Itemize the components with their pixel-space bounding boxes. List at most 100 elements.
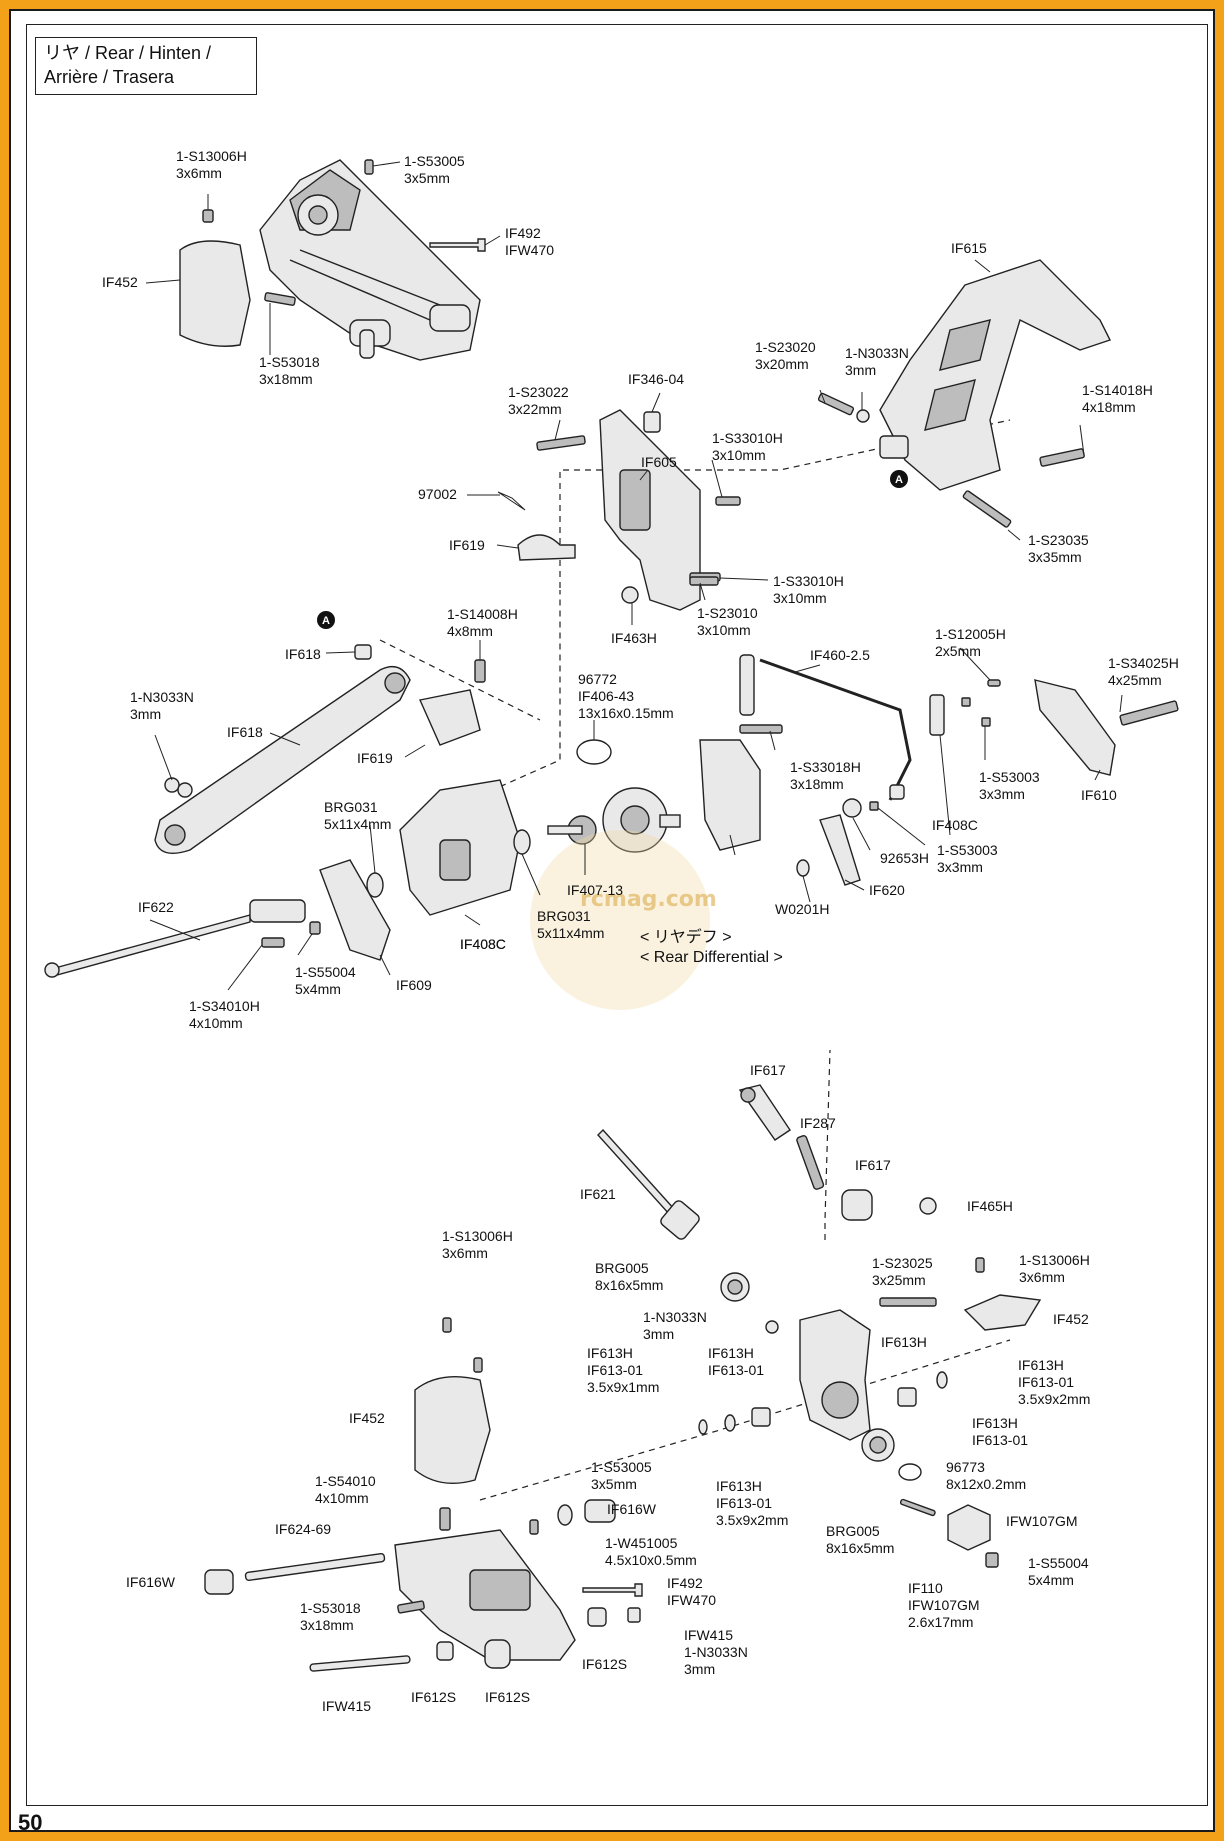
part-label-line: 1-S23035 xyxy=(1028,532,1089,548)
part-label-if612s: IF612S xyxy=(411,1689,456,1705)
part-label-if460-2.5: IF460-2.5 xyxy=(810,647,870,663)
part-label-line: IF408C xyxy=(460,936,506,952)
part-label-line: 3.5x9x2mm xyxy=(716,1512,788,1528)
bushing-IF613H-b xyxy=(897,1387,917,1407)
part-label-line: 1-S12005H xyxy=(935,626,1006,642)
part-label-ifw415: IFW415 xyxy=(322,1698,371,1714)
part-label-if346-04: IF346-04 xyxy=(628,371,684,387)
part-label-line: 1-S34025H xyxy=(1108,655,1179,671)
part-label-line: 3x6mm xyxy=(176,165,222,181)
part-label-line: 1-S53003 xyxy=(937,842,998,858)
part-label-line: 3x18mm xyxy=(259,371,313,387)
part-label-line: IFW415 xyxy=(684,1627,733,1643)
part-label-line: IF613-01 xyxy=(708,1362,764,1378)
part-label-line: 4x25mm xyxy=(1108,672,1162,688)
part-label-line: IF408C xyxy=(460,936,506,952)
part-label-line: BRG031 xyxy=(537,908,591,924)
part-label-line: 5x11x4mm xyxy=(324,816,391,832)
screw-1-S53005-top xyxy=(364,159,374,175)
part-label-line: 3mm xyxy=(130,706,161,722)
link-IF620 xyxy=(819,814,861,886)
part-label-line: 3x3mm xyxy=(937,859,983,875)
watermark-logo: rcmag.com xyxy=(530,830,717,1010)
part-label-if605: IF605 xyxy=(641,454,677,470)
part-label-line: IF492 xyxy=(667,1575,703,1591)
screw-1-S13006H-right xyxy=(975,1257,985,1273)
part-label-line: 3x10mm xyxy=(773,590,827,606)
part-label-line: IF616W xyxy=(607,1501,657,1517)
pin-IF624-69 xyxy=(244,1552,386,1582)
part-label-ifw107gm: IFW107GM xyxy=(1006,1513,1078,1529)
part-label-line: IF452 xyxy=(102,274,138,290)
part-label-line: IF613H xyxy=(708,1345,754,1361)
part-label-line: 92653H xyxy=(880,850,929,866)
part-label-line: W0201H xyxy=(775,901,829,917)
pin-IF110 xyxy=(899,1498,936,1517)
screw-1-S34010H xyxy=(261,937,285,948)
part-label-line: 1-S14008H xyxy=(447,606,518,622)
part-label-line: IF605 xyxy=(641,454,677,470)
part-label-line: 3x18mm xyxy=(790,776,844,792)
set-screw-1-S53003-a xyxy=(961,697,991,727)
rod-end-IF617-bottom xyxy=(841,1189,873,1221)
bushing-IF612S-b xyxy=(436,1641,454,1661)
part-label-line: IFW107GM xyxy=(1006,1513,1078,1529)
part-label-line: 1-S53005 xyxy=(591,1459,652,1475)
marker-A-left xyxy=(317,611,335,629)
ball-IF618-small xyxy=(354,644,372,660)
mudguard-IF452-top xyxy=(179,240,251,347)
part-label-line: IF613-01 xyxy=(716,1495,772,1511)
set-screw-1-S53003-b xyxy=(869,801,879,811)
spacer-IF613-01-a xyxy=(724,1414,736,1432)
part-label-line: 1-S33010H xyxy=(712,430,783,446)
part-label-if465h: IF465H xyxy=(967,1198,1013,1214)
part-label-line: 1-S34010H xyxy=(189,998,260,1014)
part-label-line: 3.5x9x1mm xyxy=(587,1379,659,1395)
screw-1-S54010 xyxy=(439,1507,451,1531)
part-label-if408c: IF408C xyxy=(460,936,506,952)
part-label-line: 1-N3033N xyxy=(130,689,194,705)
bearing-BRG031-b xyxy=(513,829,531,855)
part-label-line: IFW107GM xyxy=(908,1597,980,1613)
lower-arm xyxy=(394,1529,576,1669)
part-label-if452: IF452 xyxy=(1053,1311,1089,1327)
part-label-line: IF618 xyxy=(285,646,321,662)
bushing-IF612S-a xyxy=(587,1607,607,1627)
part-label-line: 2.6x17mm xyxy=(908,1614,973,1630)
part-label-line: 1-S23025 xyxy=(872,1255,933,1271)
part-label-if617: IF617 xyxy=(750,1062,786,1078)
part-label-line: IF406-43 xyxy=(578,688,634,704)
part-label-line: 1-S13006H xyxy=(442,1228,513,1244)
part-label-line: IF408C xyxy=(932,817,978,833)
part-label-line: 1-S53018 xyxy=(259,354,320,370)
part-label-line: 96772 xyxy=(578,671,617,687)
part-label-line: IF452 xyxy=(349,1410,385,1426)
part-label-line: 2x5mm xyxy=(935,643,981,659)
part-label-line: 3mm xyxy=(643,1326,674,1342)
part-label-line: 3x3mm xyxy=(979,786,1025,802)
part-label-line: 1-S33018H xyxy=(790,759,861,775)
diagram-frame xyxy=(26,24,1208,1806)
